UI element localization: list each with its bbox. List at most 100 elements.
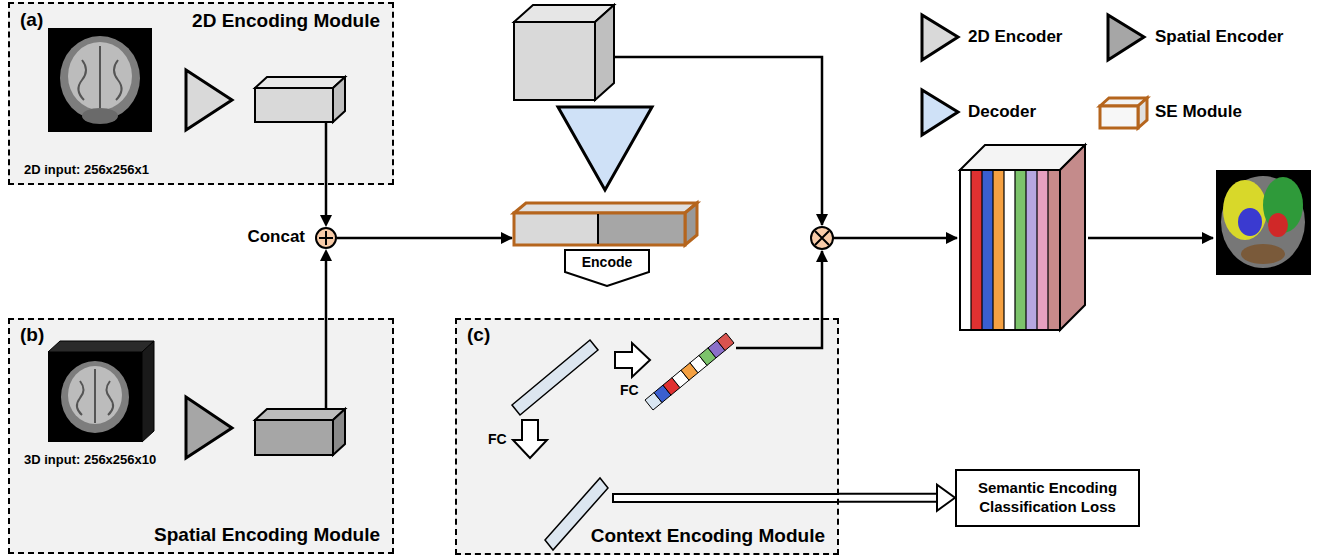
cuboid-front — [255, 420, 333, 455]
text-slot: FC — [488, 430, 507, 448]
segment-region — [1268, 213, 1288, 237]
text-slot: Spatial Encoder — [1155, 27, 1283, 47]
module-title: Spatial Encoding Module — [154, 524, 380, 545]
cuboid-front — [255, 88, 333, 122]
fc-label: FC — [488, 431, 507, 447]
cuboid-top — [255, 77, 345, 88]
class-slab — [960, 170, 971, 330]
loss-label: Semantic Encoding Classification Loss — [967, 479, 1128, 517]
input-size: 3D input: 256x256x10 — [24, 452, 156, 467]
vector-cell — [717, 333, 734, 351]
encoder-triangle — [186, 70, 232, 130]
text-slot: Spatial Encoding Module — [154, 524, 380, 546]
text-slot: Encode — [564, 253, 650, 271]
legend-label: 2D Encoder — [968, 27, 1062, 46]
shaft-fill — [614, 495, 839, 501]
text-slot: Concat — [247, 227, 305, 247]
mri-brainstem — [82, 108, 118, 124]
volume-front — [48, 352, 142, 442]
module-title: Context Encoding Module — [591, 525, 825, 546]
connector-line — [325, 259, 328, 318]
text-slot: Decoder — [968, 102, 1036, 122]
panel-fill — [455, 318, 839, 555]
multiply-node — [811, 227, 833, 249]
legend-sample — [1100, 98, 1147, 128]
panel-tag: (c) — [467, 324, 490, 345]
cuboid-side — [333, 409, 345, 455]
mri-volume — [48, 341, 154, 442]
wire — [325, 318, 328, 409]
fc-label: FC — [620, 382, 639, 398]
class-slab — [1048, 170, 1060, 330]
legend-sample — [922, 90, 958, 135]
legend-label: SE Module — [1155, 102, 1242, 121]
se-half — [598, 213, 685, 245]
segment-region — [1238, 208, 1262, 236]
legend-sample — [922, 15, 958, 60]
shaft-outline — [612, 493, 839, 503]
multiply-sign — [815, 231, 829, 245]
mri-background — [1216, 170, 1311, 275]
wire — [736, 251, 822, 348]
panel-fill — [8, 318, 394, 554]
concat-node: Concat — [315, 227, 337, 249]
mri-slice — [48, 28, 152, 132]
decoder-triangle — [558, 107, 652, 190]
wire — [614, 57, 822, 225]
wire — [833, 237, 957, 240]
class-slab — [993, 170, 1004, 330]
panel-fill — [8, 2, 394, 185]
connector-arrow — [320, 249, 332, 318]
feature-cube — [514, 5, 614, 100]
operator-label: Concat — [247, 227, 305, 246]
se-outline — [514, 213, 685, 245]
hollow-arrow-shaft — [612, 498, 839, 499]
mri-folds — [77, 369, 113, 423]
segmented-brain — [1216, 170, 1311, 275]
volume-top — [48, 341, 154, 352]
connector-line — [325, 185, 328, 217]
cube-side — [595, 5, 614, 100]
class-slab — [1004, 170, 1015, 330]
cube-front — [514, 22, 595, 100]
text-slot: 3D input: 256x256x10 — [24, 450, 156, 468]
encode-arrow: Encode — [564, 249, 650, 287]
text-slot: FC — [620, 381, 639, 399]
plus-sign — [319, 231, 333, 245]
text-slot: 2D input: 256x256x1 — [24, 160, 149, 178]
slab-lines — [971, 170, 1048, 330]
class-slab — [1037, 170, 1048, 330]
volume-side — [1060, 145, 1085, 330]
input-size: 2D input: 256x256x1 — [24, 162, 149, 177]
segment-region — [1223, 180, 1267, 240]
connector-arrow — [320, 185, 332, 227]
se-module — [514, 203, 697, 245]
se-side — [685, 203, 697, 245]
feature-cuboid — [255, 77, 345, 122]
volume-front — [960, 170, 1060, 330]
cuboid-top — [255, 409, 345, 420]
feature-cuboid — [255, 409, 345, 455]
vector-bar — [512, 340, 598, 415]
arrow-head — [937, 485, 955, 511]
text-slot: (a) — [20, 9, 43, 31]
text-slot: SE Module — [1155, 102, 1242, 122]
se-half — [514, 213, 598, 245]
spatial-encoder-triangle — [186, 397, 232, 458]
arrow-head — [320, 215, 332, 227]
segmentation-volume — [960, 145, 1085, 330]
module-panel: (c) Context Encoding Module — [455, 318, 839, 555]
text-slot: 2D Encoder — [968, 27, 1062, 47]
volume-side — [142, 341, 154, 442]
legend-sample — [1108, 15, 1144, 60]
panel-tag: (b) — [20, 324, 44, 345]
scaling-vector — [645, 333, 734, 410]
mri-brain — [61, 361, 129, 433]
text-slot: 2D Encoding Module — [192, 10, 380, 32]
cuboid-side — [333, 77, 345, 122]
mri-folds — [78, 46, 121, 108]
wire — [325, 122, 328, 185]
mri-background — [48, 28, 152, 132]
panel-tag: (a) — [20, 9, 43, 30]
